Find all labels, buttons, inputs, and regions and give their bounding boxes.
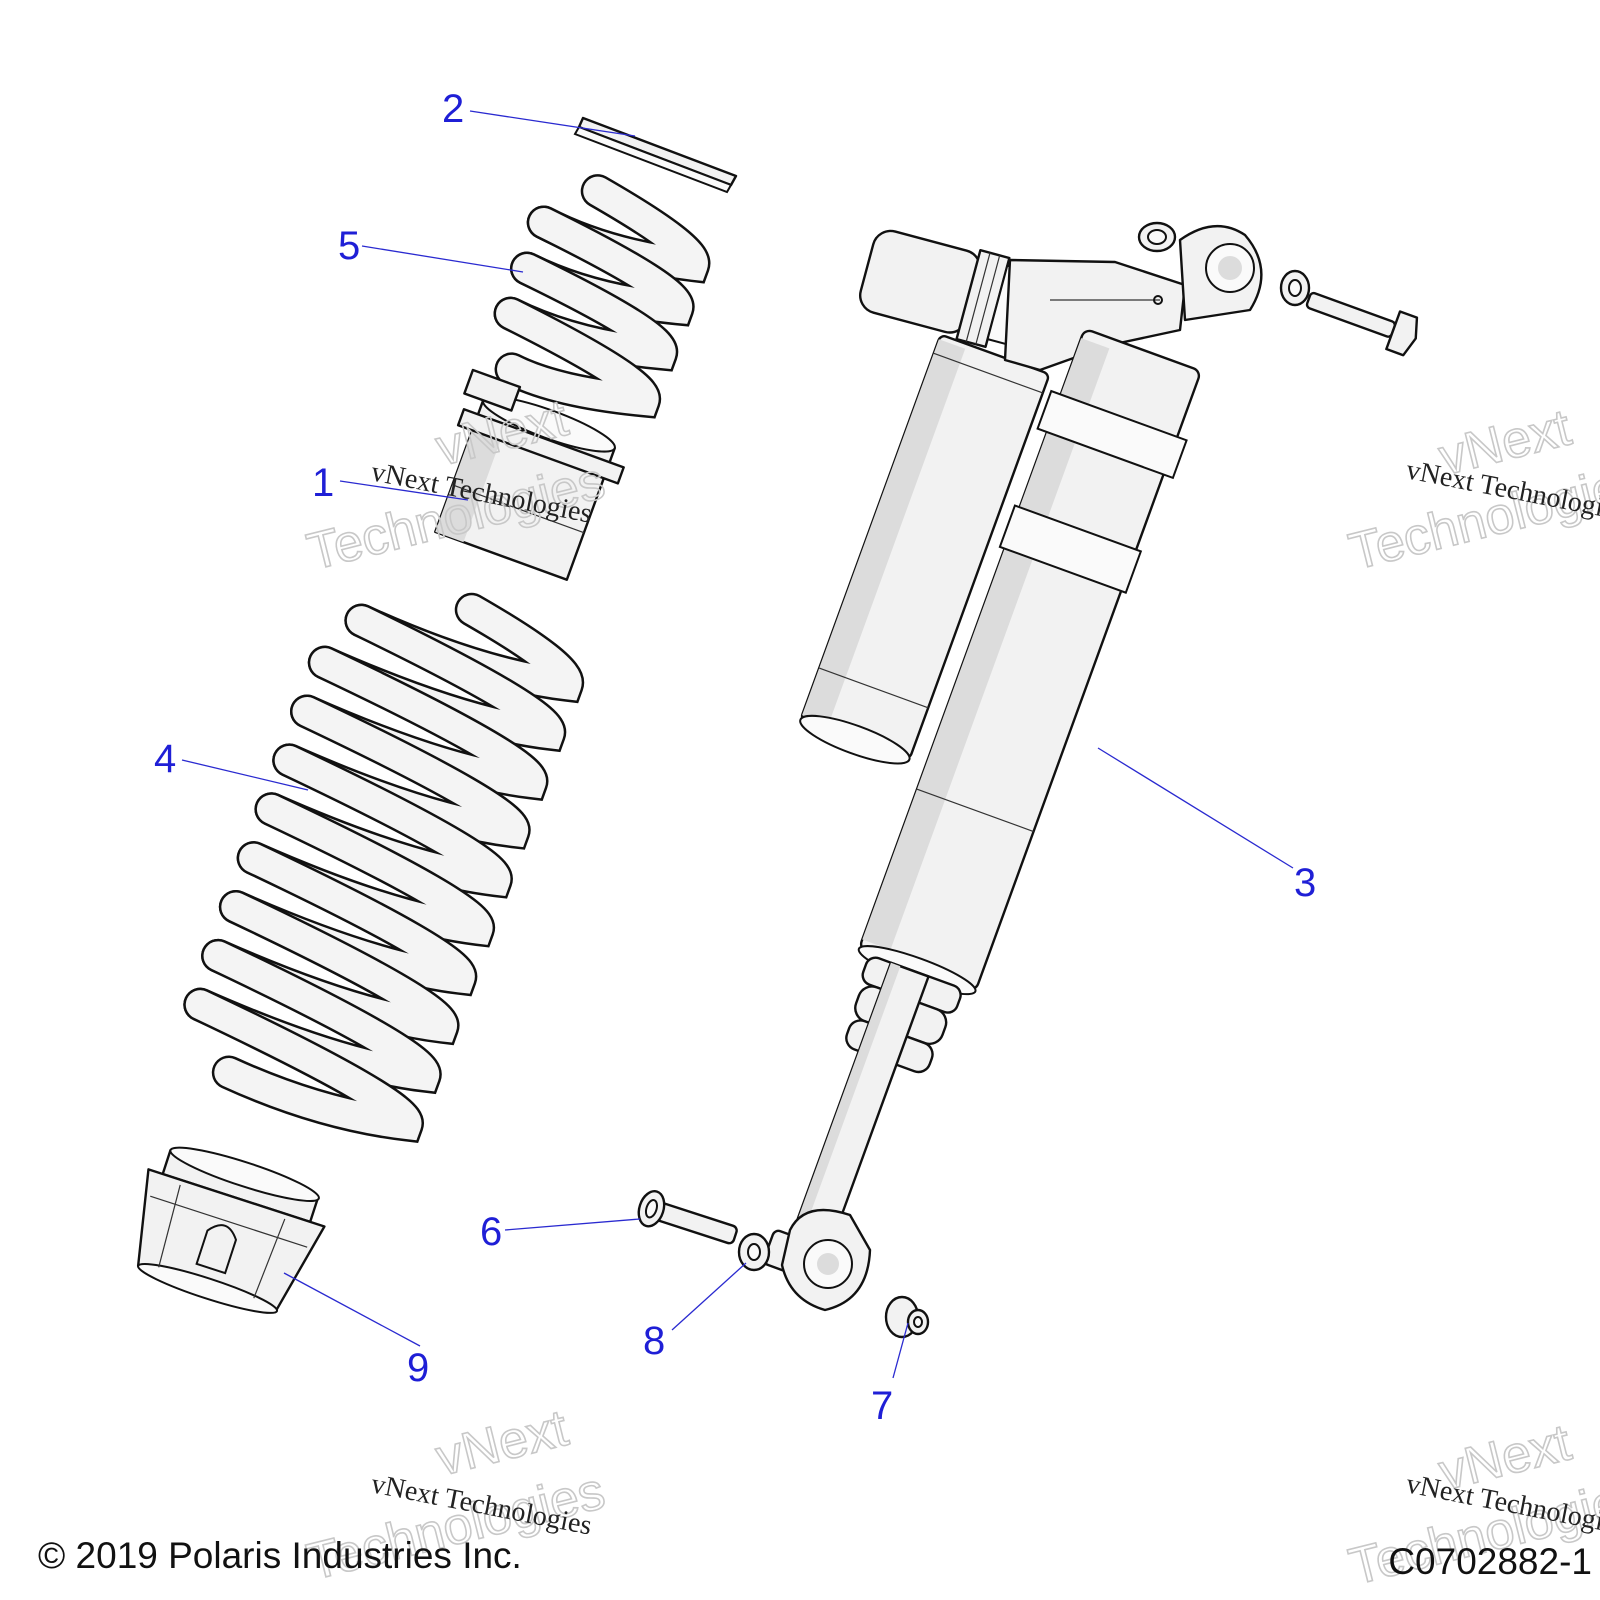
leader-7 [892,1322,909,1379]
leader-lines [181,110,1294,1379]
callout-2: 2 [442,87,464,131]
callout-7: 7 [871,1384,893,1428]
part-6-bolt [637,1190,738,1245]
callout-5: 5 [338,224,360,268]
callouts: 1 2 3 4 5 6 7 8 9 [154,87,1316,1428]
leader-2 [469,110,636,137]
callout-3: 3 [1294,861,1316,905]
leader-3 [1097,747,1294,869]
watermark-right: vNext Technologies vNext Technologies [1343,398,1600,583]
callout-1: 1 [312,461,334,505]
leader-4 [181,759,309,791]
part-4-main-spring [183,592,585,1143]
part-1-crossover-collar [434,368,625,581]
part-7-bushing [884,1295,930,1339]
leader-5 [361,245,524,273]
part-2-spacer-plate [573,116,738,194]
part-3-shock-assembly [763,224,1263,1312]
drawing-code: C0702882-1 [1388,1541,1592,1582]
callout-8: 8 [643,1319,665,1363]
leader-6 [504,1218,641,1231]
part-5-tender-spring [493,174,711,419]
part-9-spring-seat [136,1146,326,1314]
leader-1 [339,480,469,501]
callout-4: 4 [154,737,176,781]
copyright-text: © 2019 Polaris Industries Inc. [38,1535,522,1576]
callout-9: 9 [407,1346,429,1390]
leader-9 [283,1272,421,1347]
leader-8 [671,1262,747,1331]
callout-6: 6 [480,1210,502,1254]
part-8-washer [737,1232,771,1272]
upper-mount-hardware [1137,221,1419,357]
